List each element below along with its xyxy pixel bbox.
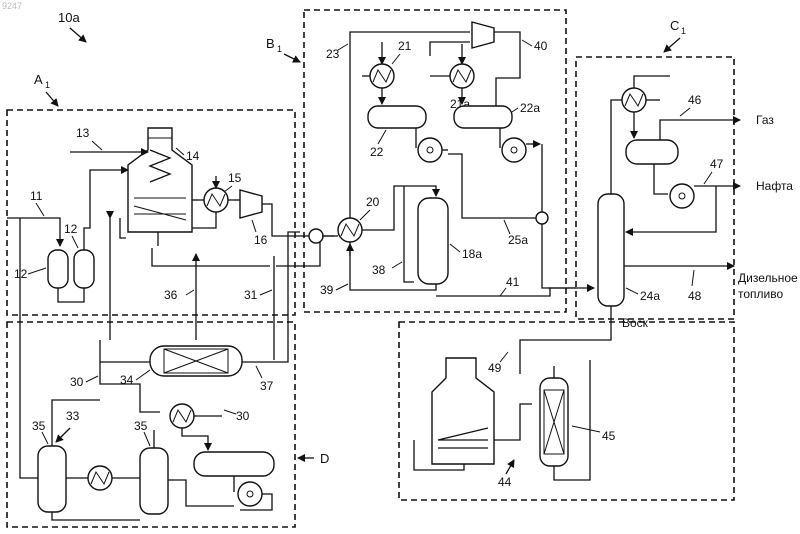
pump-47	[670, 184, 694, 208]
furnace-14	[128, 128, 192, 232]
label-34: 34	[120, 373, 134, 387]
gas-product-label: Газ	[756, 113, 774, 127]
svg-text:D: D	[320, 451, 329, 466]
vessel-12-left	[48, 250, 68, 288]
label-24a: 24a	[640, 289, 660, 303]
figure-label: 10a	[58, 10, 80, 25]
label-38: 38	[372, 263, 386, 277]
compressor-16	[240, 190, 262, 218]
crossover-b	[309, 229, 323, 243]
label-33: 33	[66, 409, 80, 423]
label-21: 21	[398, 39, 412, 53]
label-35-right: 35	[134, 419, 148, 433]
label-36: 36	[164, 288, 178, 302]
section-d-label: D	[298, 451, 329, 466]
label-44: 44	[498, 475, 512, 489]
label-31: 31	[244, 288, 258, 302]
drum-22	[368, 106, 426, 128]
label-16: 16	[254, 233, 268, 247]
vessel-12-right	[74, 250, 94, 288]
section-c-label: C 1	[664, 18, 686, 52]
label-14: 14	[186, 149, 200, 163]
feed-line-11	[7, 218, 60, 246]
diesel-product-label-1: Дизельное	[738, 271, 798, 285]
label-18a: 18a	[462, 247, 482, 261]
watermark-text: 9247	[2, 1, 22, 11]
label-22: 22	[370, 145, 384, 159]
pump-22	[418, 138, 442, 162]
label-40: 40	[534, 39, 548, 53]
label-20: 20	[366, 195, 380, 209]
section-b-label: B 1	[266, 36, 300, 62]
line-to-section-b	[262, 204, 314, 236]
gas-outlet-line	[660, 120, 740, 140]
label-41: 41	[506, 275, 520, 289]
svg-text:1: 1	[681, 26, 686, 36]
label-46: 46	[688, 93, 702, 107]
compressor-40	[472, 22, 494, 48]
diesel-product-label-2: топливо	[738, 287, 783, 301]
line-25a	[448, 154, 536, 218]
svg-text:1: 1	[45, 80, 50, 90]
pump-22a	[502, 138, 526, 162]
label-11: 11	[30, 189, 43, 203]
label-25a: 25a	[508, 233, 528, 247]
fractionator-24a	[598, 194, 624, 306]
label-47: 47	[710, 157, 724, 171]
section-a-label: A 1	[34, 72, 58, 106]
wax-line-49	[600, 306, 611, 340]
wax-product-label: Воск	[622, 316, 649, 330]
label-39: 39	[320, 283, 334, 297]
pump-d	[238, 482, 262, 506]
figure-label-arrow	[70, 28, 86, 42]
svg-text:B: B	[266, 36, 275, 51]
label-37: 37	[260, 379, 274, 393]
label-45: 45	[602, 429, 616, 443]
label-22a: 22a	[520, 101, 540, 115]
label-13: 13	[76, 126, 90, 140]
label-35-left: 35	[32, 419, 46, 433]
drum-46	[626, 140, 678, 164]
column-35-left	[38, 446, 66, 512]
line-41	[436, 288, 550, 296]
drum-22a	[454, 106, 512, 128]
svg-text:1: 1	[277, 44, 282, 54]
label-12-left: 12	[14, 267, 28, 281]
label-23: 23	[326, 47, 340, 61]
naphtha-product-label: Нафта	[756, 179, 793, 193]
label-49: 49	[488, 361, 502, 375]
label-48: 48	[688, 289, 702, 303]
label-12-right: 12	[64, 222, 78, 236]
reactor-18a	[418, 198, 448, 284]
column-35-right	[140, 448, 168, 514]
label-15: 15	[228, 171, 242, 185]
drum-d	[194, 452, 274, 476]
svg-text:C: C	[670, 18, 679, 33]
svg-text:A: A	[34, 72, 43, 87]
label-30-left: 30	[70, 375, 84, 389]
label-30-right: 30	[236, 409, 250, 423]
